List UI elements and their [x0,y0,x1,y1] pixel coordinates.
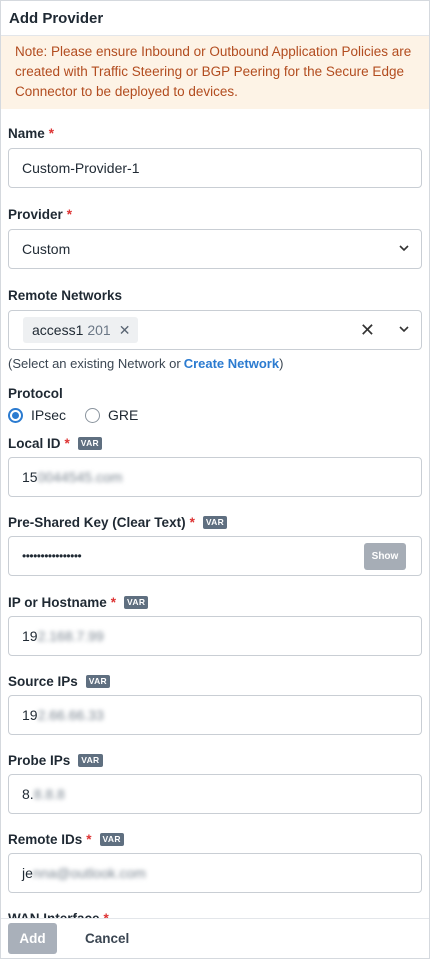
clear-icon[interactable]: ✕ [359,320,375,340]
ip-hostname-value: 19 [22,628,38,644]
provider-select[interactable]: Custom [8,229,422,269]
psk-input[interactable]: •••••••••••••••• Show [8,536,422,576]
provider-label-text: Provider [8,206,63,222]
radio-gre[interactable] [85,407,101,423]
var-badge[interactable]: VAR [78,753,103,767]
chevron-down-icon[interactable] [399,324,409,334]
probe-ips-value-redacted: 8.8.8 [33,786,65,802]
chip-remove-icon[interactable]: ✕ [118,321,131,338]
ip-hostname-label: IP or Hostname * VAR [8,592,422,612]
var-badge[interactable]: VAR [85,674,110,688]
source-ips-label-text: Source IPs [8,673,78,689]
required-mark: * [48,125,55,141]
source-ips-value: 19 [22,707,38,723]
create-network-link[interactable]: Create Network [183,355,280,371]
remote-ids-value-redacted: nna@outlook.com [32,865,146,881]
remote-ids-value: je [22,865,33,881]
remote-networks-label-text: Remote Networks [8,287,123,303]
var-badge[interactable]: VAR [202,515,228,529]
form-content: Name * Custom-Provider-1 Provider * Cust… [1,109,429,958]
required-mark: * [189,514,195,530]
local-id-value-redacted: 0044545.com [37,469,123,485]
psk-label: Pre-Shared Key (Clear Text) * VAR [8,512,422,532]
source-ips-value-redacted: 2.66.66.33 [37,707,104,723]
show-password-button[interactable]: Show [364,543,406,570]
psk-label-text: Pre-Shared Key (Clear Text) [8,514,186,530]
name-label: Name * [8,123,422,143]
var-badge[interactable]: VAR [99,832,124,846]
required-mark: * [86,831,92,847]
probe-ips-input[interactable]: 8.8.8.8 [8,774,422,814]
chip-count: 201 [87,322,111,338]
radio-gre-label[interactable]: GRE [108,407,139,423]
provider-value: Custom [22,241,71,257]
local-id-label-text: Local ID [8,435,61,451]
var-badge[interactable]: VAR [124,595,149,609]
remote-ids-label-text: Remote IDs [8,831,83,847]
radio-ipsec-label[interactable]: IPsec [31,407,67,423]
name-label-text: Name [8,125,45,141]
remote-networks-select[interactable]: access1 201 ✕ ✕ [8,310,422,350]
radio-ipsec[interactable] [8,407,23,423]
helper-text: (Select an existing Network or [8,355,181,371]
probe-ips-value: 8. [22,786,34,802]
network-chip: access1 201 ✕ [23,317,139,343]
source-ips-label: Source IPs VAR [8,671,422,691]
info-note: Note: Please ensure Inbound or Outbound … [1,36,429,109]
var-badge[interactable]: VAR [77,436,102,450]
remote-networks-label: Remote Networks [8,285,422,305]
form-footer: Add Cancel [1,918,429,958]
probe-ips-label: Probe IPs VAR [8,750,422,770]
probe-ips-label-text: Probe IPs [8,752,71,768]
name-value: Custom-Provider-1 [22,160,140,176]
cancel-button[interactable]: Cancel [85,931,130,946]
local-id-label: Local ID * VAR [8,433,422,453]
protocol-label: Protocol [8,383,422,403]
required-mark: * [64,435,70,451]
panel-header: Add Provider [1,1,429,36]
protocol-label-text: Protocol [8,385,63,401]
psk-value: •••••••••••••••• [22,549,82,563]
add-button[interactable]: Add [8,923,57,954]
panel-title: Add Provider [9,9,104,27]
remote-ids-label: Remote IDs * VAR [8,829,422,849]
local-id-value: 15 [22,469,38,485]
ip-hostname-label-text: IP or Hostname [8,594,107,610]
remote-networks-helper: (Select an existing Network or Create Ne… [8,350,422,376]
required-mark: * [110,594,117,610]
provider-label: Provider * [8,204,422,224]
protocol-radio-group: IPsec GRE [8,403,422,427]
name-input[interactable]: Custom-Provider-1 [8,148,422,188]
chevron-down-icon[interactable] [399,243,409,253]
required-mark: * [66,206,73,222]
ip-hostname-value-redacted: 2.168.7.99 [37,628,104,644]
chip-name: access1 [32,322,84,338]
helper-suffix: ) [279,355,284,371]
